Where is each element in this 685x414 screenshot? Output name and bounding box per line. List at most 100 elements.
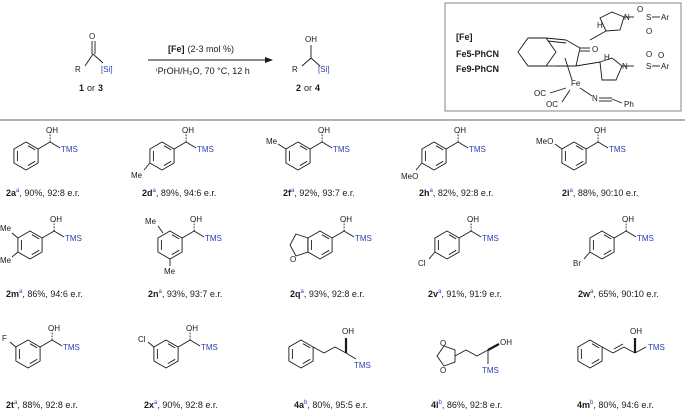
svg-text:OH: OH	[340, 215, 352, 224]
svg-text:TMS: TMS	[482, 234, 499, 243]
compound-2i: OH TMS MeO	[536, 126, 626, 171]
svg-text:S: S	[646, 13, 651, 22]
svg-text:TMS: TMS	[201, 343, 218, 352]
conditions-solvent-temp-time: ⁱPrOH/H₂O, 70 °C, 12 h	[156, 66, 250, 76]
svg-text:O: O	[658, 51, 664, 60]
conditions-catalyst: [Fe](2-3 mol %)	[168, 44, 234, 54]
svg-text:N: N	[624, 13, 630, 22]
compound-4a: OH TMS	[288, 327, 371, 370]
svg-text:OH: OH	[182, 126, 194, 135]
svg-text:TMS: TMS	[355, 234, 372, 243]
svg-text:Me: Me	[266, 137, 278, 146]
catalyst-name-fe5: Fe5-PhCN	[456, 49, 499, 59]
svg-text:Br: Br	[573, 259, 581, 268]
svg-text:F: F	[2, 334, 7, 343]
label-2q: 2qa, 93%, 92:8 e.r.	[290, 289, 364, 299]
svg-text:TMS: TMS	[354, 361, 371, 370]
svg-text:OH: OH	[186, 324, 198, 333]
svg-text:TMS: TMS	[65, 234, 82, 243]
svg-text:H: H	[597, 21, 603, 30]
svg-text:OH: OH	[48, 324, 60, 333]
svg-text:Cl: Cl	[418, 259, 426, 268]
svg-text:OH: OH	[500, 338, 512, 347]
label-2i: 2ia, 88%, 90:10 e.r.	[562, 188, 638, 198]
svg-text:Me: Me	[131, 171, 143, 180]
svg-text:TMS: TMS	[61, 145, 78, 154]
svg-text:N: N	[592, 94, 598, 103]
compound-2v: OH TMS Cl	[418, 215, 499, 268]
svg-text:OH: OH	[318, 126, 330, 135]
svg-text:Ar: Ar	[661, 62, 669, 71]
svg-text:Me: Me	[0, 224, 12, 233]
label-2d: 2da, 89%, 94:6 e.r.	[142, 188, 216, 198]
svg-text:OH: OH	[190, 215, 202, 224]
compound-4m: OH TMS	[577, 327, 665, 369]
label-2n: 2na, 93%, 93:7 e.r.	[148, 289, 222, 299]
label-2h: 2ha, 82%, 92:8 e.r.	[419, 188, 493, 198]
svg-text:TMS: TMS	[205, 234, 222, 243]
svg-text:H: H	[604, 53, 610, 62]
compound-2f: OH TMS Me	[266, 126, 350, 171]
svg-text:Ph: Ph	[624, 100, 634, 109]
reactant-r-group: R	[75, 65, 81, 74]
svg-text:OH: OH	[467, 215, 479, 224]
svg-text:Cl: Cl	[138, 335, 146, 344]
svg-text:TMS: TMS	[648, 343, 665, 352]
svg-text:O: O	[290, 255, 296, 264]
svg-text:O: O	[592, 45, 598, 54]
svg-text:O: O	[440, 339, 446, 348]
label-2v: 2va, 91%, 91:9 e.r.	[428, 289, 502, 299]
svg-text:OH: OH	[622, 215, 634, 224]
reactant-oxygen: O	[89, 32, 95, 41]
catalyst-box: [Fe] Fe5-PhCN Fe9-PhCN N S Ar O O H O	[444, 2, 682, 112]
reactant-structure: O R [Si]	[75, 32, 113, 74]
label-4a: 4ab, 80%, 95:5 e.r.	[294, 400, 368, 410]
svg-text:N: N	[622, 62, 628, 71]
compound-2m: OH TMS Me Me	[0, 215, 82, 265]
svg-text:O: O	[440, 366, 446, 375]
svg-text:TMS: TMS	[482, 366, 499, 375]
svg-text:OC: OC	[546, 100, 558, 109]
compound-2x: OH TMS Cl	[138, 324, 218, 369]
svg-text:TMS: TMS	[333, 145, 350, 154]
label-2m: 2ma, 86%, 94:6 e.r.	[6, 289, 83, 299]
product-r-group: R	[292, 65, 298, 74]
svg-text:TMS: TMS	[609, 145, 626, 154]
svg-text:Me: Me	[0, 256, 12, 265]
svg-text:OH: OH	[342, 327, 354, 336]
compound-2n: OH TMS Me Me	[145, 215, 222, 276]
label-2t: 2ta, 88%, 92:8 e.r.	[6, 400, 78, 410]
compound-2d: OH TMS Me	[131, 126, 214, 180]
reactant-silyl-group: [Si]	[101, 65, 113, 74]
label-2x: 2xa, 90%, 92:8 e.r.	[144, 400, 218, 410]
svg-text:MeO: MeO	[536, 137, 553, 146]
catalyst-name-fe9: Fe9-PhCN	[456, 64, 499, 74]
compound-4l: O O OH TMS	[436, 338, 512, 375]
product-hydroxyl: OH	[305, 35, 317, 44]
label-4l: 4lb, 86%, 92:8 e.r.	[431, 400, 502, 410]
svg-text:Fe: Fe	[571, 79, 581, 88]
svg-text:MeO: MeO	[401, 172, 418, 181]
svg-text:TMS: TMS	[63, 343, 80, 352]
label-2f: 2fa, 92%, 93:7 e.r.	[283, 188, 355, 198]
svg-text:OH: OH	[50, 215, 62, 224]
compound-2w: OH TMS Br	[573, 215, 654, 268]
svg-text:O: O	[646, 50, 652, 59]
svg-text:OH: OH	[594, 126, 606, 135]
compound-2t: OH TMS F	[2, 324, 80, 369]
svg-text:Me: Me	[164, 267, 176, 276]
svg-text:OC: OC	[534, 89, 546, 98]
label-4m: 4mb, 80%, 94:6 e.r.	[577, 400, 654, 410]
label-2a: 2aa, 90%, 92:8 e.r.	[6, 188, 80, 198]
svg-text:OH: OH	[454, 126, 466, 135]
svg-text:OH: OH	[630, 327, 642, 336]
catalyst-structure: N S Ar O O H O N S Ar O	[517, 5, 669, 109]
svg-text:Ar: Ar	[661, 13, 669, 22]
svg-text:O: O	[646, 27, 652, 36]
svg-text:S: S	[646, 62, 651, 71]
product-structure: OH R [Si]	[292, 35, 330, 74]
